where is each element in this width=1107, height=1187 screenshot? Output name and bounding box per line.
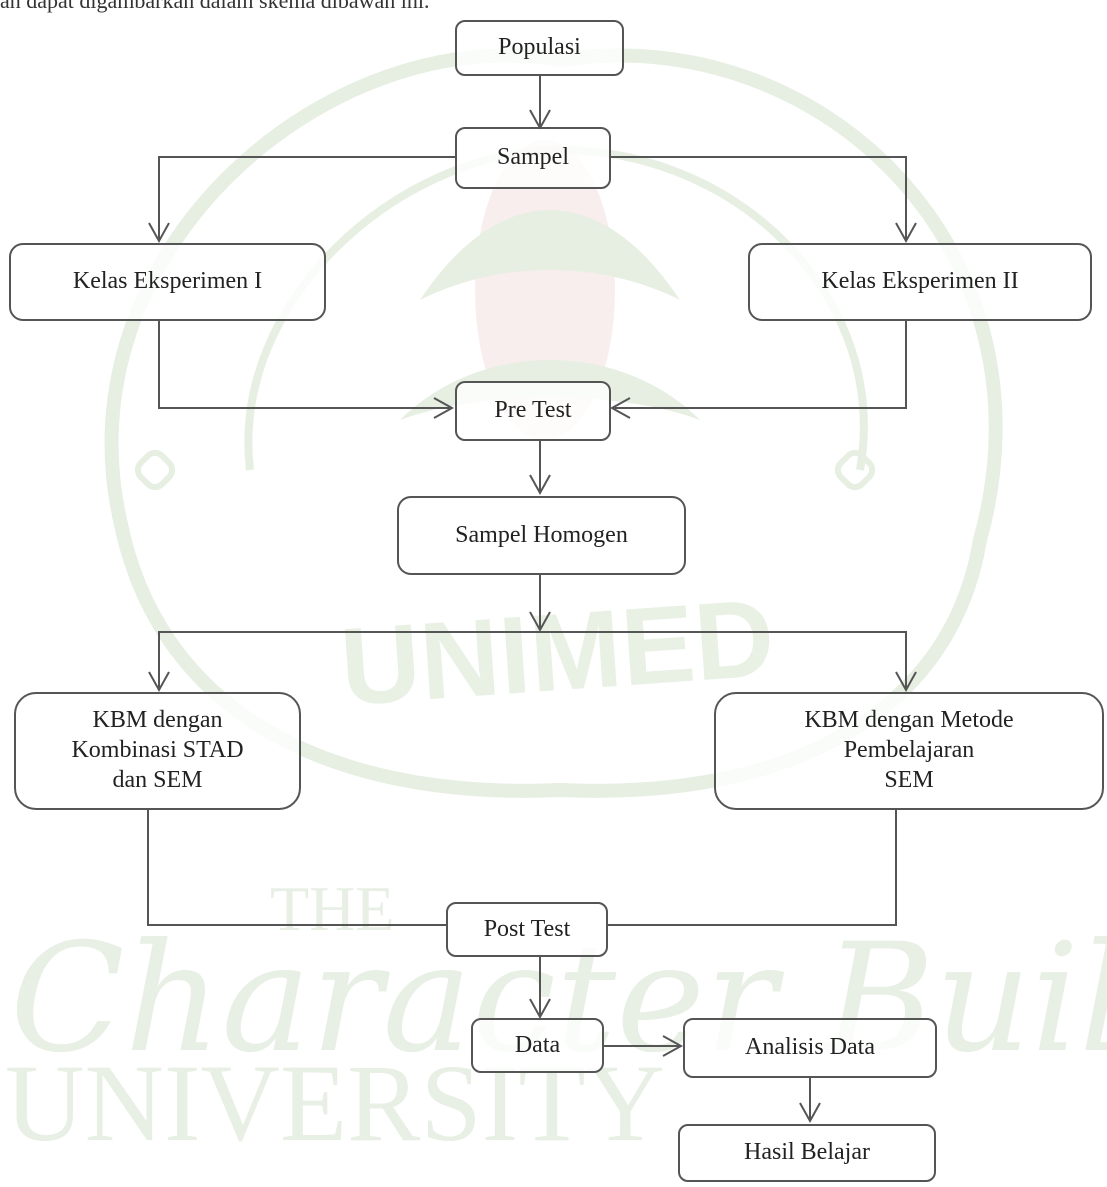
arrow-sampel-kelas2 xyxy=(611,156,917,244)
line-kbm2-posttest xyxy=(608,810,897,926)
node-analisis-data: Analisis Data xyxy=(683,1018,937,1078)
node-sampel-homogen: Sampel Homogen xyxy=(397,496,686,575)
node-hasil-belajar: Hasil Belajar xyxy=(678,1124,936,1182)
node-kelas-eksperimen-1: Kelas Eksperimen I xyxy=(9,243,326,321)
node-kelas-eksperimen-2: Kelas Eksperimen II xyxy=(748,243,1092,321)
line-kbm1-posttest xyxy=(147,810,446,926)
arrow-kelas2-pretest xyxy=(609,321,907,419)
node-pre-test: Pre Test xyxy=(455,381,611,441)
node-kbm-kombinasi: KBM dengan Kombinasi STAD dan SEM xyxy=(14,692,301,810)
watermark-small-text: THE xyxy=(270,873,394,944)
node-kbm-metode: KBM dengan Metode Pembelajaran SEM xyxy=(714,692,1104,810)
arrow-sampel-kelas1 xyxy=(148,156,455,244)
arrow-kelas1-pretest xyxy=(158,321,455,419)
node-data: Data xyxy=(471,1018,604,1073)
intro-text: an dapat digambarkan dalam skema dibawah… xyxy=(0,0,430,13)
arrow-split-kbm1 xyxy=(158,631,907,689)
node-post-test: Post Test xyxy=(446,902,608,957)
node-populasi: Populasi xyxy=(455,20,624,76)
node-sampel: Sampel xyxy=(455,127,611,189)
watermark-arc-text: UNIMED xyxy=(337,576,778,729)
